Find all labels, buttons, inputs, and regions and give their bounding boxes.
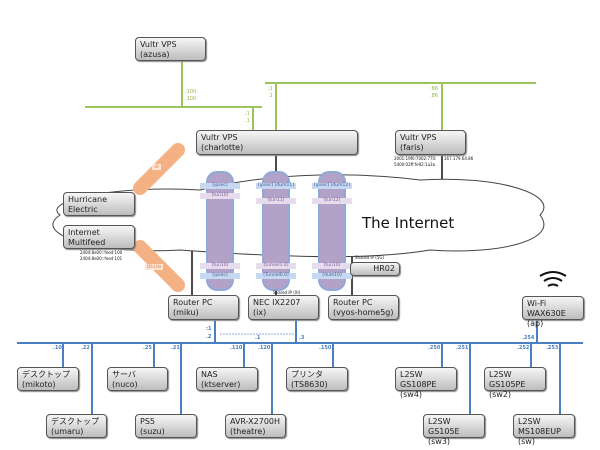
lan-label-mikoto: .10 — [53, 345, 62, 351]
lan-label-sw3: .251 — [456, 345, 469, 351]
tunnel-1-bottom-tun: [tun10] — [200, 263, 240, 269]
lan-label-umaru: .22 — [81, 345, 90, 351]
lan-label-sw: .253 — [546, 345, 559, 351]
shared-ip-5g: Shared IP (5G) — [355, 255, 384, 260]
lan-label-nas: .110 — [230, 345, 243, 351]
tunnel-3-top-tun: [tun12] — [312, 198, 352, 204]
shared-ip-xi: Shared IP (XI) — [273, 290, 301, 295]
lan-label-printer: .150 — [319, 345, 332, 351]
lan-label-suzu: .21 — [171, 345, 180, 351]
faris-addr: :86.86 — [430, 86, 439, 99]
dslite-label: DS-Lite — [145, 264, 164, 270]
node-sw3: L2SW GS105E(sw3) — [423, 414, 485, 446]
tunnel-2-top-tun: [tun11] — [256, 198, 296, 204]
node-miku: Router PC(miku) — [168, 295, 239, 320]
azusa-addr: :100.100 — [185, 89, 197, 102]
tunnel-2-bottom-if: [Tunnel0.0] — [256, 273, 296, 279]
node-theatre: AVR-X2700H(theatre) — [225, 414, 286, 438]
node-suzu: PS5(suzu) — [135, 414, 197, 438]
tunnel-1-bottom-if: [ipsec] — [200, 273, 240, 279]
node-ap: Wi-Fi WAX630E(ap) — [522, 296, 584, 328]
lan-label-ix: .3 — [299, 335, 305, 341]
tunnel-1-top-if: [ipsec] — [200, 183, 240, 189]
node-faris: Vultr VPS(faris) — [395, 130, 466, 155]
faris-ipv4: 167.179.64.86 — [444, 156, 474, 161]
lan-label-ap: .254 — [522, 335, 535, 341]
lan-label-theatre: .120 — [258, 345, 271, 351]
sit-label: sit — [152, 164, 161, 170]
internet-cloud — [52, 174, 545, 258]
charlotte-addr-2: :1.1 — [268, 86, 273, 99]
internet-label: The Internet — [362, 214, 455, 232]
charlotte-addr-1: :1.1 — [245, 111, 250, 124]
node-umaru: デスクトップ(umaru) — [46, 414, 107, 438]
node-vyos-home5g: Router PC(vyos-home5g) — [328, 295, 399, 320]
lan-label-sw4: .250 — [428, 345, 441, 351]
tunnel-2-top-if: [ipsec] [dum11] — [256, 183, 296, 189]
lan-label-sw2: .252 — [517, 345, 530, 351]
node-printer: プリンタ(TS8630) — [286, 367, 348, 391]
node-ix: NEC IX2207(ix) — [248, 295, 319, 320]
node-sw: L2SW MS108EUP(sw) — [513, 414, 575, 446]
tunnel-2-bottom-tun: [tunnel1.0] — [256, 263, 296, 269]
node-sw2: L2SW GS105PE(sw2) — [484, 367, 546, 399]
tunnel-3-bottom-tun: [tun10] — [312, 263, 352, 269]
node-nuco: サーバ(nuco) — [107, 367, 168, 391]
faris-ipv6: 2001:19f0:7002:770:5400:02ff:fe92:1a3a — [394, 156, 437, 167]
node-mikoto: デスクトップ(mikoto) — [17, 367, 79, 391]
lan-label-ix-link: .1 — [255, 335, 261, 341]
wifi-icon — [539, 271, 567, 287]
node-charlotte: Vultr VPS(charlotte) — [196, 130, 358, 155]
tunnel-3-bottom-if: [dum10] — [312, 273, 352, 279]
node-sw4: L2SW GS108PE(sw4) — [395, 367, 457, 399]
lan-label-miku-b: .2 — [206, 334, 212, 340]
node-hr02: HR02 — [350, 262, 400, 276]
tunnel-3-top-if: [ipsec] [dum12] — [312, 183, 352, 189]
node-nas: NAS(ktserver) — [196, 367, 258, 391]
node-azusa: Vultr VPS(azusa) — [135, 37, 206, 61]
lan-label-miku-a: :1 — [206, 326, 212, 332]
lan-label-nuco: .25 — [143, 345, 152, 351]
tunnel-1-top-tun: [tun10] — [200, 193, 240, 199]
